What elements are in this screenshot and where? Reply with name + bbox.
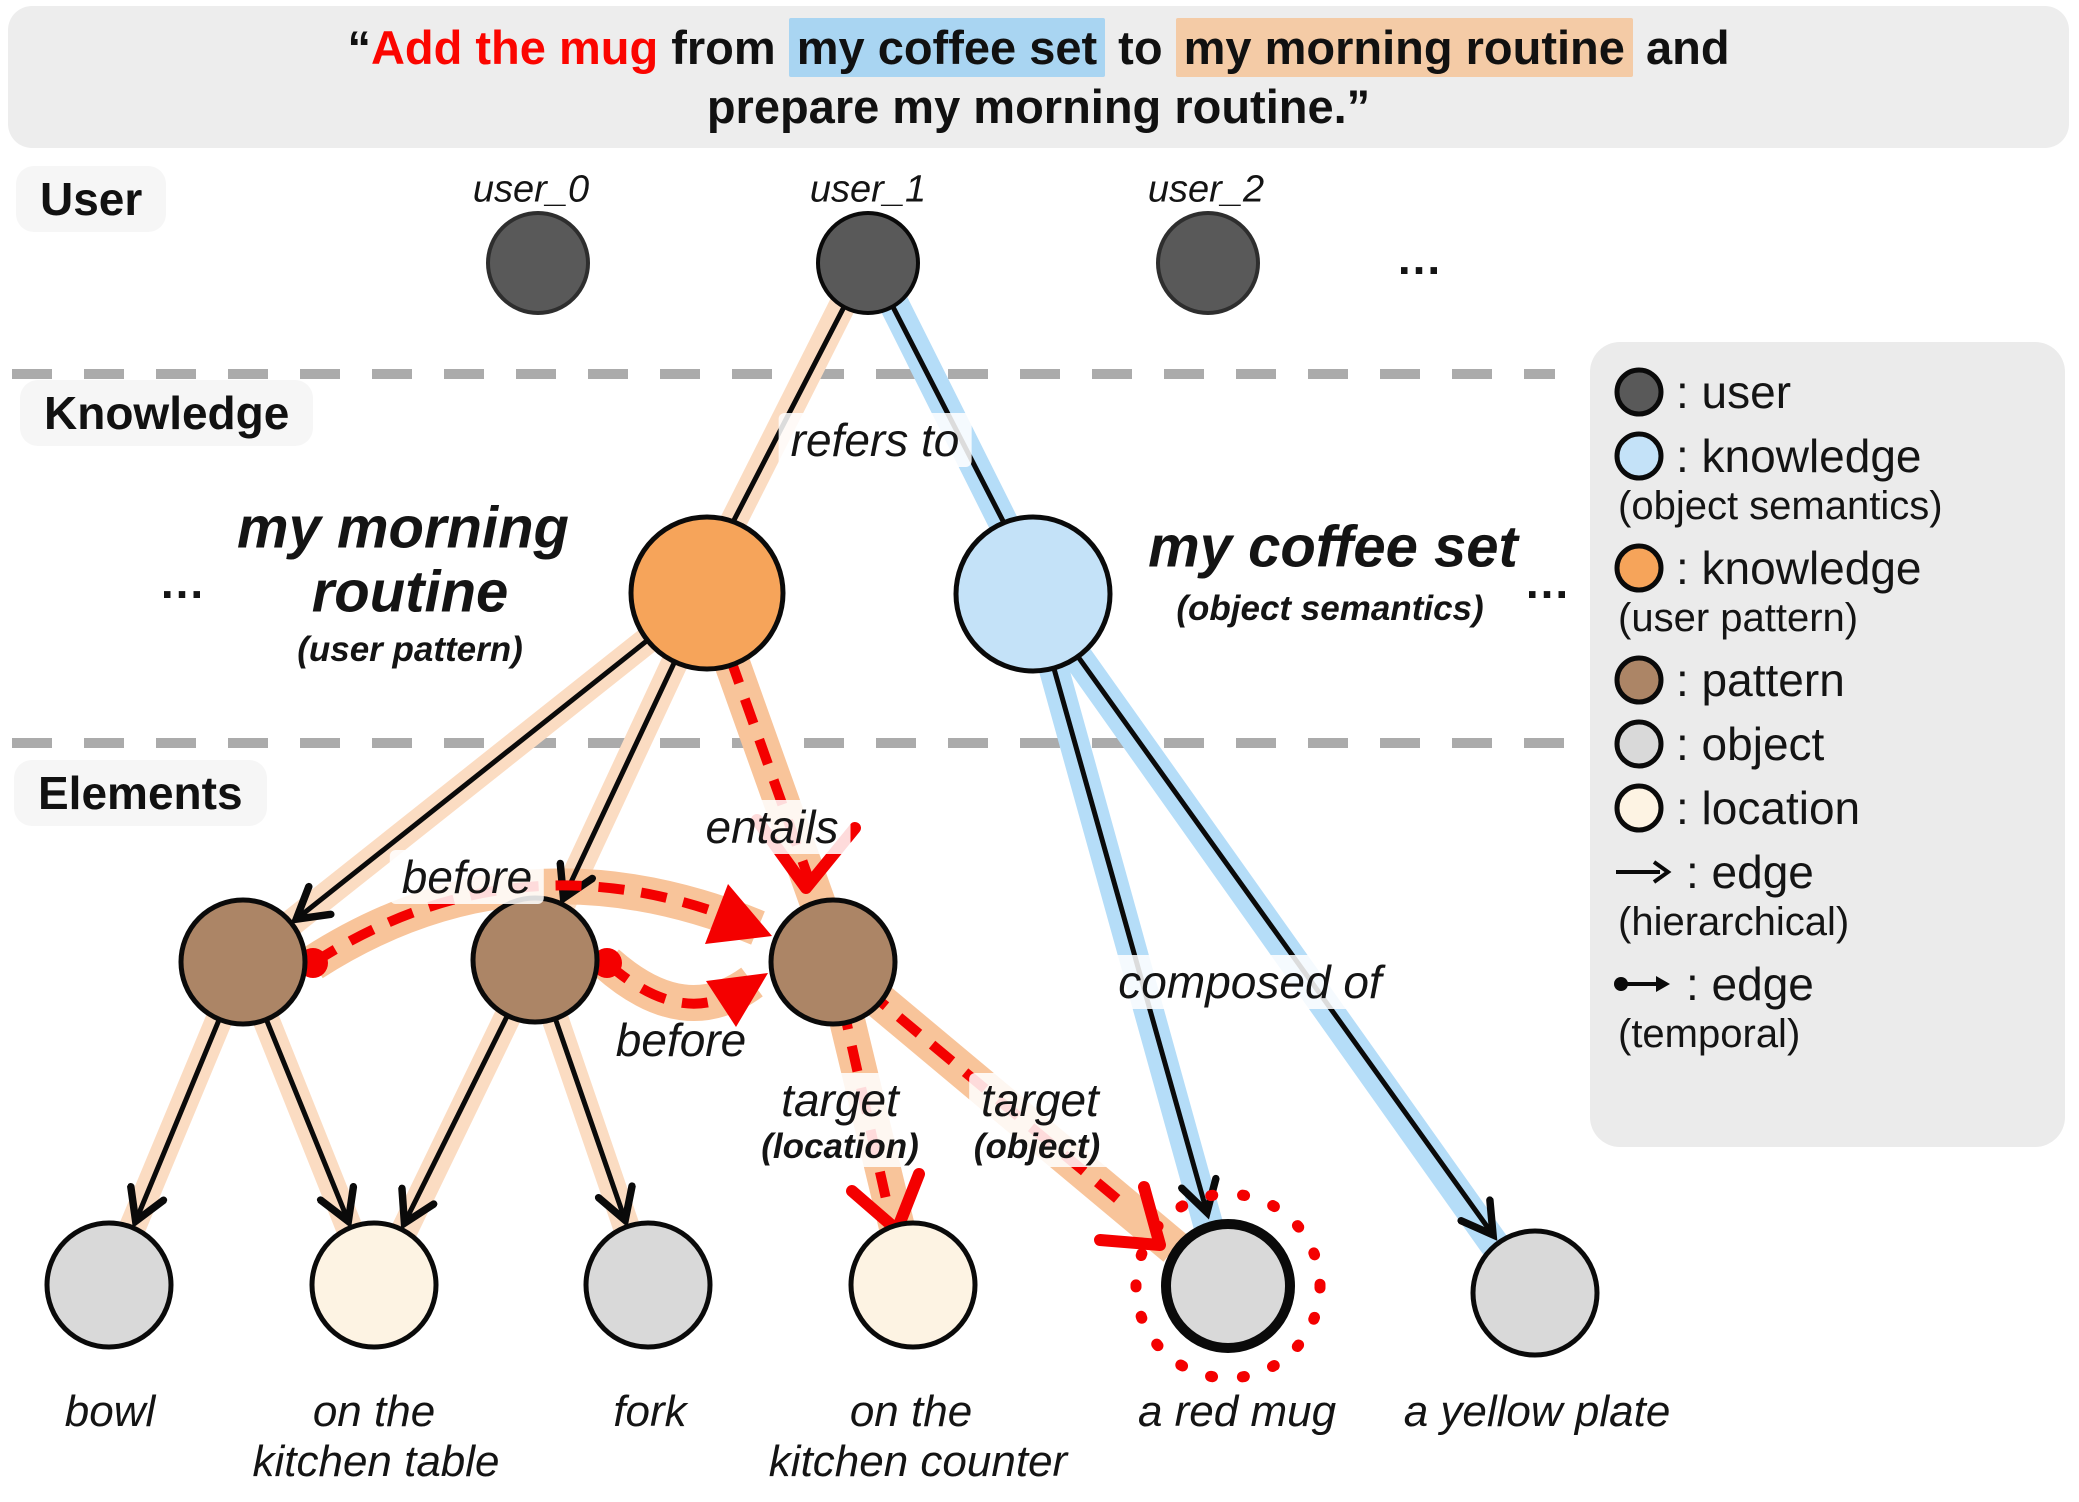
hierarchical-edge-icon <box>1616 860 1672 884</box>
label-kitchen-counter-line1: on the <box>849 1387 973 1436</box>
label-user-0: user_0 <box>472 168 590 211</box>
edge-label-refers-to: refers to <box>778 413 972 467</box>
edge-label-target-location: target <box>769 1073 911 1127</box>
ellipsis-user-row: ... <box>1397 232 1443 284</box>
title-morning-routine-line2: routine <box>311 559 509 625</box>
legend-label-edge-hierarchical: : location <box>1676 782 1861 834</box>
layer-label-user: User <box>16 166 167 232</box>
label-yellow-plate: a yellow plate <box>1403 1387 1671 1436</box>
title-morning-routine-line1: my morning <box>237 495 569 561</box>
node-pattern-3 <box>768 897 898 1027</box>
legend-label-edge-h: : edge <box>1686 846 1814 898</box>
edge-label-before-2: before <box>615 1014 747 1066</box>
subtitle-object-semantics: (object semantics) <box>1176 589 1484 628</box>
banner-command-text: Add the mug <box>370 21 659 74</box>
pattern-node-icon <box>1614 655 1664 705</box>
banner-line-2: prepare my morning routine.” <box>706 80 1371 133</box>
node-user-2 <box>1156 211 1260 315</box>
banner-plain-2: to <box>1105 21 1176 74</box>
element-nodes <box>44 1220 1600 1358</box>
node-knowledge-coffee-set <box>953 514 1113 674</box>
legend-row-knowledge-pattern: : knowledge <box>1612 536 2065 600</box>
node-object-red-mug <box>1161 1219 1295 1353</box>
ellipsis-knowledge-left: ... <box>160 556 206 608</box>
node-knowledge-morning-routine <box>628 514 786 672</box>
user-node-icon <box>1614 367 1664 417</box>
banner-line-1: “Add the mug from my coffee set to my mo… <box>8 18 2069 78</box>
node-pattern-1 <box>178 897 308 1027</box>
node-user-0 <box>486 211 590 315</box>
legend-row-object: : object <box>1612 712 2065 776</box>
title-coffee-set: my coffee set <box>1148 514 1518 580</box>
temporal-dot-pattern2 <box>592 948 622 978</box>
node-location-kitchen-table <box>309 1220 439 1350</box>
label-kitchen-counter-line2: kitchen counter <box>768 1437 1068 1486</box>
edge-routine-pattern1 <box>299 591 709 917</box>
edge-coffeeset-plate <box>1030 592 1491 1232</box>
legend-label-object: : object <box>1676 718 1825 770</box>
node-user-1 <box>816 211 920 315</box>
label-user-2: user_2 <box>1147 168 1265 211</box>
node-object-yellow-plate <box>1470 1228 1600 1358</box>
location-node-icon <box>1614 783 1664 833</box>
legend-sublabel-temporal: (temporal) <box>1618 1012 1801 1056</box>
knowledge-pattern-node-icon <box>1614 543 1664 593</box>
legend-row-pattern: : pattern <box>1612 648 2065 712</box>
user-nodes <box>486 211 1260 315</box>
ellipsis-knowledge-right: ... <box>1525 556 1571 608</box>
node-object-bowl <box>44 1220 174 1350</box>
legend-label-knowledge-object: : knowledge <box>1676 430 1922 482</box>
banner-coffee-set-highlight: my coffee set <box>788 18 1106 77</box>
pattern-nodes <box>178 895 898 1027</box>
edge-coffeeset-mug <box>1030 593 1206 1209</box>
legend-row-edge-hierarchical: : edge <box>1612 840 2065 904</box>
banner-open-quote: “ <box>347 21 371 74</box>
temporal-arrowhead-before2 <box>706 973 768 1027</box>
temporal-edge-icon <box>1614 976 1670 992</box>
legend-row-edge-temporal: : edge <box>1612 952 2065 1016</box>
arrowhead-target-object <box>1094 1181 1166 1251</box>
node-object-fork <box>583 1220 713 1350</box>
legend-label-user: : user <box>1676 366 1792 418</box>
label-user-1: user_1 <box>809 168 927 211</box>
node-pattern-2 <box>470 895 600 1025</box>
banner-morning-routine-highlight: my morning routine <box>1175 18 1633 77</box>
legend-row-user: : user <box>1612 360 2065 424</box>
knowledge-object-node-icon <box>1614 431 1664 481</box>
subtitle-user-pattern: (user pattern) <box>297 630 523 669</box>
legend-label-pattern: : pattern <box>1676 654 1845 706</box>
layer-label-elements: Elements <box>14 760 267 826</box>
edge-label-target-object-sub: (object) <box>961 1127 1113 1167</box>
label-fork: fork <box>613 1387 687 1436</box>
banner-plain-1: from <box>658 21 789 74</box>
legend-row-knowledge-object: : knowledge <box>1612 424 2065 488</box>
banner-plain-3: and <box>1632 21 1730 74</box>
edge-label-before-1: before <box>389 850 545 904</box>
legend-sublabel-user-pattern: (user pattern) <box>1618 596 1859 640</box>
instruction-banner: “Add the mug from my coffee set to my mo… <box>8 6 2069 148</box>
red-dotted-highlight-ring-mug <box>1130 1188 1326 1384</box>
edge-label-entails: entails <box>693 800 851 854</box>
edge-label-target-location-sub: (location) <box>749 1127 931 1167</box>
temporal-arrowhead-before1 <box>705 884 772 944</box>
legend-label-knowledge-pattern: : knowledge <box>1676 542 1922 594</box>
layer-label-knowledge: Knowledge <box>20 380 314 446</box>
edge-label-composed-of: composed of <box>1106 955 1394 1009</box>
object-node-icon <box>1614 719 1664 769</box>
legend-sublabel-object-semantics: (object semantics) <box>1618 484 1943 528</box>
label-kitchen-table-line1: on the <box>312 1387 436 1436</box>
legend-row-location: : location <box>1612 776 2065 840</box>
node-location-kitchen-counter <box>848 1220 978 1350</box>
label-red-mug: a red mug <box>1137 1387 1337 1436</box>
label-kitchen-table-line2: kitchen table <box>252 1437 500 1486</box>
legend: : user : knowledge (object semantics) : … <box>1590 342 2065 1147</box>
legend-sublabel-hierarchical: (hierarchical) <box>1618 900 1850 944</box>
legend-label-edge-t: : edge <box>1686 958 1814 1010</box>
label-bowl: bowl <box>64 1387 156 1436</box>
edge-label-target-object: target <box>969 1073 1111 1127</box>
